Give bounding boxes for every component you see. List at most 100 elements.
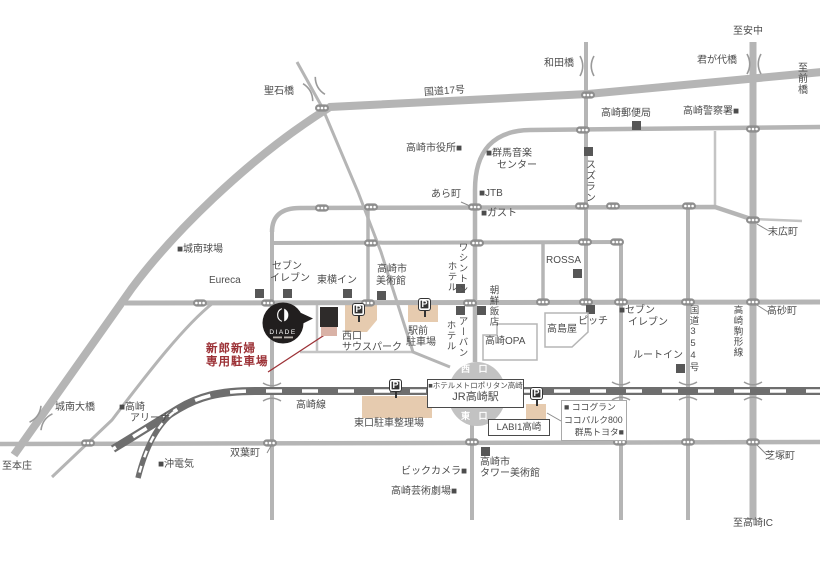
bridal-parking-area: [321, 327, 337, 336]
label-seven-eleven-east: ■セブン: [619, 305, 656, 316]
road-h243: [271, 240, 622, 245]
label-urban-hotel-2: ホテル: [444, 320, 456, 352]
label-seven-eleven-west: セブン: [272, 261, 302, 272]
label-takashimaya: 高島屋: [547, 324, 577, 335]
label-pitch: ピッチ: [578, 316, 608, 327]
label-washington-hotel-2: ホテル: [445, 261, 457, 293]
toyoko-inn-marker: [343, 289, 352, 298]
label-city-hall: 高崎市役所■: [406, 143, 463, 154]
label-hotel-metropolitan: ■ホテルメトロポリタン高崎: [428, 381, 523, 390]
route-inn-marker: [676, 364, 685, 373]
label-rossa: ROSSA: [546, 255, 582, 266]
label-toyoko-inn: 東横イン: [317, 275, 357, 286]
label-seven-eleven-west-2: イレブン: [270, 273, 310, 284]
label-oki-denki: ■沖電気: [158, 459, 195, 470]
label-to-maebashi: 至前橋: [795, 62, 807, 95]
label-route-inn: ルートイン: [633, 350, 683, 361]
labi-box: LABI1高崎: [488, 419, 550, 436]
label-to-honjo: 至本庄: [2, 461, 32, 472]
road-station-street: [472, 124, 820, 362]
label-suzuran: スズラン: [583, 159, 595, 203]
minor-roads: [300, 131, 803, 354]
urban-hotel-marker: [456, 306, 465, 315]
label-suehiro-cho: 末広町: [768, 227, 798, 238]
parking-sign-icon-cocoparc: P: [530, 387, 543, 406]
label-tower-museum-2: タワー美術館: [480, 468, 540, 479]
label-post-office: 高崎郵便局: [601, 108, 651, 119]
label-police-station: 高崎警察署■: [683, 106, 740, 117]
label-arts-theatre: 高崎芸術劇場■: [391, 486, 458, 497]
cocoparc-parking-area: [526, 404, 546, 422]
road-seiseki-diagonal: [295, 61, 451, 369]
jr-station-box: ■ホテルメトロポリタン高崎 JR高崎駅: [427, 379, 524, 408]
road-to-honjo: [50, 301, 214, 479]
parking-area-shapes: [345, 304, 546, 422]
label-to-annaka: 至安中: [733, 26, 763, 37]
label-ekimae-parking: 駅前: [408, 326, 428, 337]
label-eureca: Eureca: [209, 275, 241, 286]
chosen-hanten-marker: [477, 306, 486, 315]
opa-building: [482, 323, 538, 361]
label-opa: 高崎OPA: [485, 336, 526, 347]
label-city-museum-2: 美術館: [376, 276, 406, 287]
label-jtb: ■JTB: [479, 188, 503, 199]
label-bridal-parking: 新郎新婦: [206, 343, 256, 355]
tower-museum-marker: [481, 447, 490, 456]
label-west-exit: 西 口: [461, 364, 491, 374]
bridal-parking-pointer: [267, 333, 327, 373]
parking-sign-icon-ekimae: P: [418, 298, 431, 317]
rossa-marker: [573, 269, 582, 278]
venue-building: [320, 307, 338, 327]
post-office-marker: [632, 121, 641, 130]
label-komagata-line: 高崎駒形線: [731, 305, 743, 358]
seven-west-marker: [283, 289, 292, 298]
label-urban-hotel: アーバン: [456, 316, 468, 358]
label-washington-hotel: ワシントン: [456, 242, 468, 295]
venue-logo-text: DIADE: [269, 329, 296, 336]
pitch-marker: [586, 305, 595, 314]
label-futaba-cho: 双葉町: [230, 448, 260, 459]
label-east-exit-parking: 東口駐車整理場: [354, 418, 424, 429]
label-takasago-cho: 高砂町: [767, 306, 797, 317]
building-markers: [255, 121, 685, 456]
building-outlines: [482, 312, 589, 361]
parking-sign-icon-southpark: P: [352, 303, 365, 322]
eureca-marker: [255, 289, 264, 298]
label-ara-machi: あら町: [431, 189, 461, 200]
label-gunma-music-center: ■群馬音楽: [486, 148, 533, 159]
venue-logo-subtext: [273, 336, 282, 339]
label-jr-takasaki-station: JR高崎駅: [452, 391, 499, 403]
label-jonan-stadium: ■城南球場: [177, 244, 224, 255]
label-seiseki-bridge: 聖石橋: [264, 86, 294, 97]
label-arena: ■高崎: [119, 402, 146, 413]
label-bic-camera: ビックカメラ■: [401, 466, 468, 477]
road-aramachi-street: [269, 204, 755, 233]
label-seven-eleven-east-2: イレブン: [628, 317, 668, 328]
label-tower-museum: 高崎市: [480, 457, 510, 468]
suzuran-marker: [584, 147, 593, 156]
label-wada-bridge: 和田橋: [544, 58, 574, 69]
label-coco-parc: ココパルク800: [564, 415, 623, 425]
label-coco-grand: ■ ココグラン: [564, 402, 616, 412]
museum-marker: [377, 291, 386, 300]
parking-sign-icon-east-exit: P: [389, 379, 402, 398]
label-takasaki-line: 高崎線: [296, 400, 326, 411]
pointer-lines: [266, 201, 770, 456]
label-city-museum: 高崎市: [377, 264, 407, 275]
label-southpark: 西口: [342, 331, 362, 342]
takashimaya-building: [544, 312, 589, 348]
label-gunma-toyota: 群馬トヨタ■: [574, 427, 624, 437]
label-bridal-parking-2: 専用駐車場: [206, 356, 269, 368]
washington-hotel-marker: [456, 284, 465, 293]
venue-logo: DIADE: [262, 302, 313, 344]
label-shibazuka-cho: 芝塚町: [765, 451, 795, 462]
label-southpark-2: サウスパーク: [342, 342, 402, 353]
label-to-takasaki-ic: 至高崎IC: [733, 518, 773, 529]
east-exit-parking-area: [362, 396, 432, 418]
label-ekimae-parking-2: 駐車場: [406, 337, 436, 348]
label-east-exit: 東 口: [461, 411, 491, 421]
label-kokudo354: 国道354号: [687, 305, 699, 373]
label-jonan-ohashi: 城南大橋: [55, 402, 95, 413]
